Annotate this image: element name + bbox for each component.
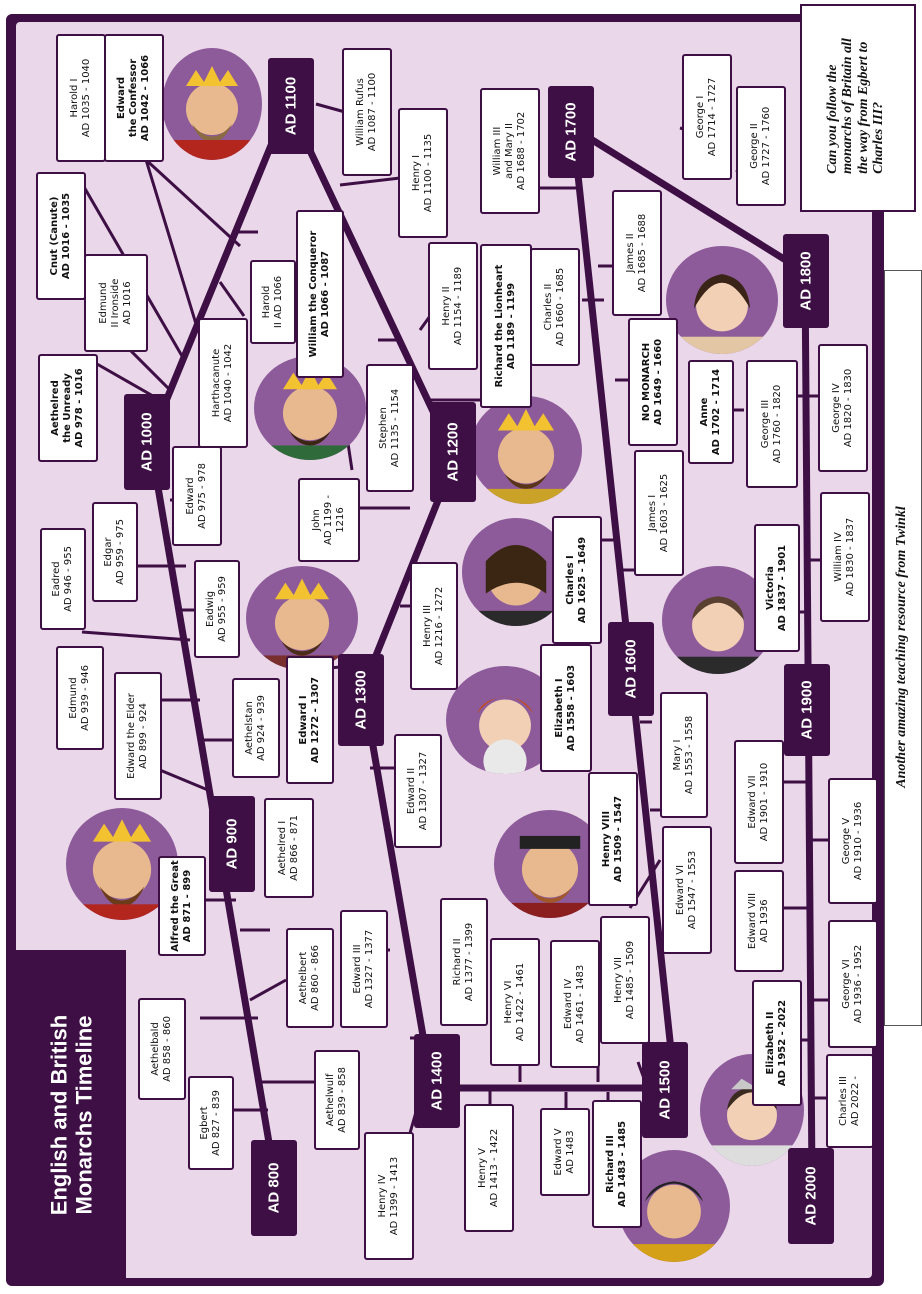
portrait-anne [666, 246, 778, 354]
footer-text: Another amazing teaching resource from T… [894, 506, 910, 787]
era-ad-1600: AD 1600 [608, 622, 654, 716]
queen-portrait-icon [666, 246, 778, 354]
era-ad-800: AD 800 [251, 1140, 297, 1236]
king-portrait-icon [470, 396, 582, 504]
era-ad-1500: AD 1500 [642, 1042, 688, 1138]
era-ad-1700: AD 1700 [548, 86, 594, 178]
era-ad-900: AD 900 [209, 796, 255, 892]
king-portrait-icon [162, 48, 262, 160]
portrait-richard-the-lionheart [470, 396, 582, 504]
era-ad-1200: AD 1200 [430, 402, 476, 502]
poster-title: English and British Monarchs Timeline [47, 1015, 98, 1215]
era-ad-1000: AD 1000 [124, 394, 170, 490]
monarch-cnut: Cnut (Canute)AD 1016 - 1035 [36, 172, 86, 300]
era-ad-1400: AD 1400 [414, 1034, 460, 1128]
era-ad-1100: AD 1100 [268, 58, 314, 154]
era-ad-1300: AD 1300 [338, 654, 384, 746]
era-ad-2000: AD 2000 [788, 1148, 834, 1244]
portrait-edward-the-confessor [162, 48, 262, 160]
era-ad-1800: AD 1800 [783, 234, 829, 328]
question-text: Can you follow the monarchs of Britain a… [825, 38, 887, 174]
era-ad-1900: AD 1900 [784, 664, 830, 756]
